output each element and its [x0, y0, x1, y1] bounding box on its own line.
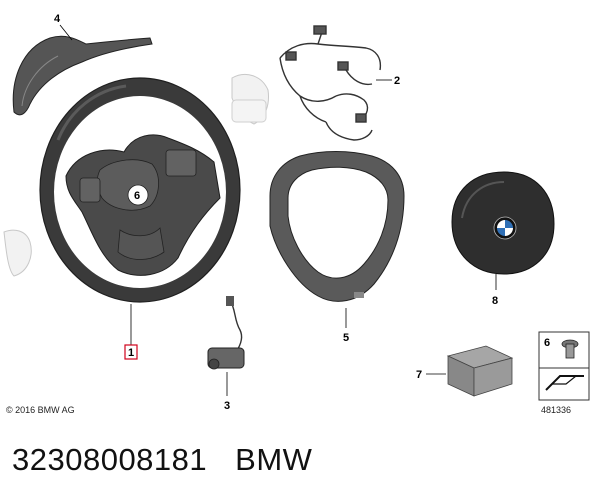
wiring-harness-part — [279, 25, 382, 141]
callout-6-box: 6 — [544, 337, 550, 349]
part-number: 32308008181 — [12, 442, 208, 477]
package-part — [446, 345, 514, 397]
ghost-trim-right — [231, 74, 269, 125]
screw-legend-box — [538, 331, 590, 401]
callout-6-hub: 6 — [134, 190, 140, 202]
part-caption: 32308008181 BMW — [12, 442, 312, 478]
trim-cover-part — [12, 35, 153, 116]
copyright-notice: © 2016 BMW AG — [6, 405, 75, 415]
sensor-part — [207, 296, 245, 370]
diagram-reference-code: 481336 — [541, 405, 572, 415]
parts-diagram: 4 6 1 2 — [3, 13, 590, 412]
callout-4: 4 — [54, 13, 61, 25]
steering-wheel-part — [39, 77, 241, 303]
selected-part-highlight — [124, 344, 138, 360]
brand-name: BMW — [235, 442, 313, 477]
callout-5: 5 — [343, 332, 349, 344]
callout-1: 1 — [128, 347, 134, 359]
callout-3: 3 — [224, 400, 230, 412]
trim-frame-part — [269, 151, 405, 302]
callout-2: 2 — [394, 75, 400, 87]
callout-7: 7 — [416, 369, 422, 381]
airbag-part — [451, 171, 555, 275]
callout-8: 8 — [492, 295, 498, 307]
ghost-paddle-left — [3, 229, 32, 277]
